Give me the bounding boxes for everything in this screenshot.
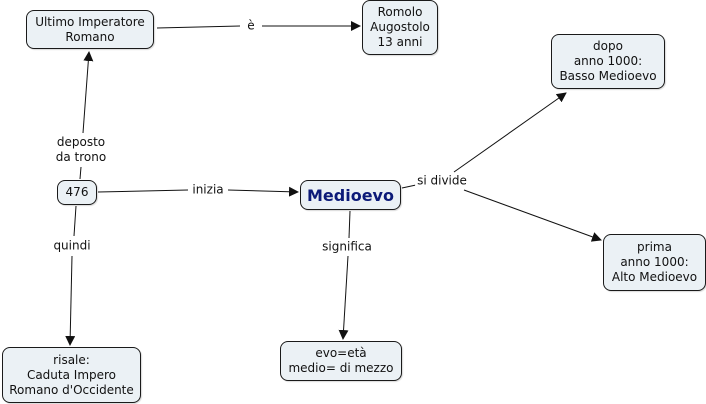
link-label-quindi[interactable]: quindi xyxy=(51,238,93,254)
connector-ultimo-e xyxy=(156,25,241,29)
connector-sidivide-alto xyxy=(463,189,602,242)
connector-deposto-ultimo xyxy=(82,51,94,134)
link-label-deposto[interactable]: deposto da trono xyxy=(53,135,109,165)
node-alto-medioevo[interactable]: prima anno 1000: Alto Medioevo xyxy=(603,234,706,291)
connector-medioevo-sidivide xyxy=(401,184,417,189)
connector-476-quindi xyxy=(73,205,77,237)
node-basso-medioevo[interactable]: dopo anno 1000: Basso Medioevo xyxy=(551,34,665,89)
node-evo-eta[interactable]: evo=età medio= di mezzo xyxy=(280,341,402,381)
node-476[interactable]: 476 xyxy=(57,180,97,205)
link-label-significa[interactable]: significa xyxy=(320,239,374,255)
connector-476-deposto xyxy=(79,166,82,180)
connector-inizia-medioevo xyxy=(227,186,299,197)
connector-sidivide-basso xyxy=(453,92,567,173)
node-caduta-impero[interactable]: risale: Caduta Impero Romano d'Occidente xyxy=(2,347,141,403)
link-label-si-divide[interactable]: si divide xyxy=(415,173,469,189)
node-romolo-augostolo[interactable]: Romolo Augostolo 13 anni xyxy=(362,0,438,55)
connector-476-inizia xyxy=(97,189,189,193)
link-label-inizia[interactable]: inizia xyxy=(190,182,226,198)
connector-quindi-caduta xyxy=(65,255,76,346)
connector-significa-evo xyxy=(338,255,349,340)
node-ultimo-imperatore[interactable]: Ultimo Imperatore Romano xyxy=(26,10,154,49)
connector-medioevo-significa xyxy=(348,210,351,239)
link-label-e[interactable]: è xyxy=(245,18,257,34)
node-medioevo[interactable]: Medioevo xyxy=(300,180,401,210)
